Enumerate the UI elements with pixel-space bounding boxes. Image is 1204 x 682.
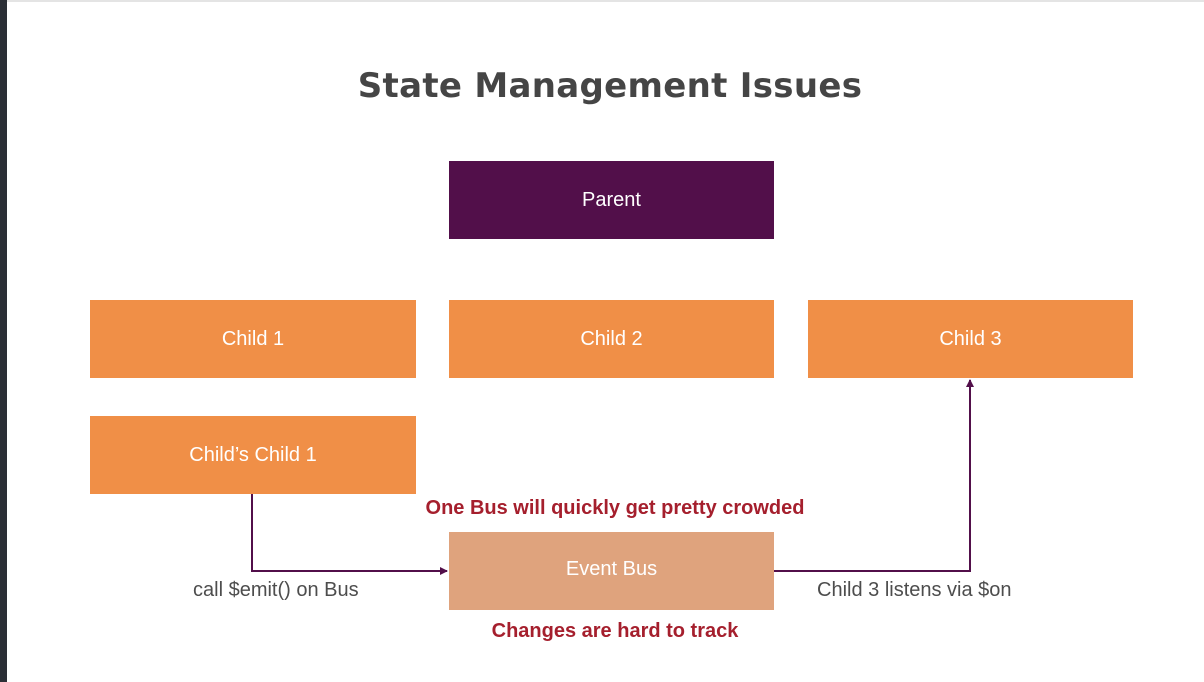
- child-2-node: Child 2: [449, 300, 774, 378]
- hard-to-track-note: Changes are hard to track: [491, 620, 739, 642]
- crowded-bus-note: One Bus will quickly get pretty crowded: [425, 497, 805, 519]
- event-bus-node: Event Bus: [449, 532, 774, 610]
- window-top-edge: [7, 0, 1204, 2]
- emit-arrow: [251, 494, 448, 575]
- listen-arrow: [774, 379, 974, 572]
- listen-label: Child 3 listens via $on: [817, 579, 1012, 601]
- parent-node: Parent: [449, 161, 774, 239]
- window-left-edge: [0, 0, 7, 682]
- child-3-node: Child 3: [808, 300, 1133, 378]
- emit-label: call $emit() on Bus: [193, 579, 359, 601]
- childs-child-1-node: Child’s Child 1: [90, 416, 416, 494]
- slide-title: State Management Issues: [357, 66, 863, 106]
- child-1-node: Child 1: [90, 300, 416, 378]
